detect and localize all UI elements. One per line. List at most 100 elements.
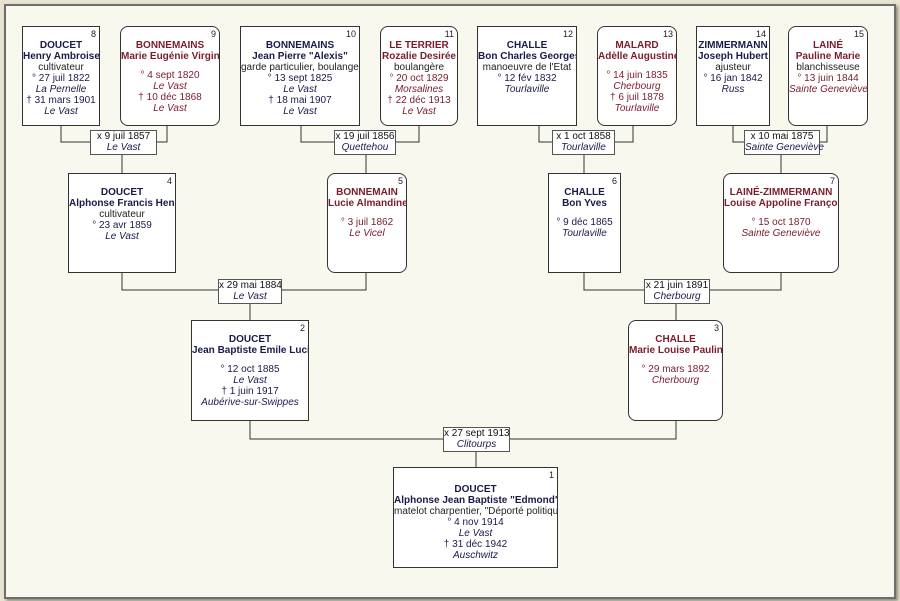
death-place: Auschwitz (452, 550, 498, 561)
occupation: boulangère (393, 62, 445, 73)
death: † 6 juil 1878 (610, 92, 664, 103)
surname: CHALLE (564, 187, 605, 198)
given-name: Bon Yves (562, 198, 607, 209)
birth: ° 13 sept 1825 (267, 73, 333, 84)
birth: ° 3 juil 1862 (340, 217, 394, 228)
occupation: blanchisseuse (796, 62, 860, 73)
given-name: Jean Baptiste Emile Lucien (192, 345, 309, 356)
marriage-place: Le Vast (106, 142, 141, 153)
person-box-5[interactable]: 5 BONNEMAIN Lucie Almandine ° 3 juil 186… (327, 173, 407, 273)
marriage-date: x 10 mai 1875 (750, 131, 814, 142)
occupation: garde particulier, boulanger (241, 62, 360, 73)
marriage-label-10-11: x 19 juil 1856 Quettehou (334, 130, 396, 155)
given-name: Marie Louise Pauline (629, 345, 723, 356)
marriage-place: Quettehou (341, 142, 389, 153)
birth-place: Russ (721, 84, 745, 95)
surname: CHALLE (506, 40, 548, 51)
birth: ° 23 avr 1859 (92, 220, 152, 231)
marriage-date: x 27 sept 1913 (444, 428, 510, 439)
given-name: Adèlle Augustine (598, 51, 677, 62)
occupation: cultivateur (38, 62, 84, 73)
person-box-8[interactable]: 8 DOUCET Henry Ambroise cultivateur ° 27… (22, 26, 100, 126)
birth-place: Sainte Geneviève (741, 228, 821, 239)
birth: ° 14 juin 1835 (606, 70, 668, 81)
surname: LE TERRIER (389, 40, 449, 51)
given-name: Louise Appoline Françoise (724, 198, 839, 209)
birth-place: Le Vast (233, 375, 267, 386)
given-name: Henry Ambroise (23, 51, 100, 62)
birth: ° 9 déc 1865 (556, 217, 613, 228)
death: † 31 déc 1942 (443, 539, 508, 550)
birth: ° 20 oct 1829 (389, 73, 449, 84)
birth-place: Le Vast (283, 84, 317, 95)
sosa-number: 9 (210, 29, 216, 39)
occupation: matelot charpentier, "Déporté politique" (394, 506, 558, 517)
person-box-12[interactable]: 12 CHALLE Bon Charles Georges manoeuvre … (477, 26, 577, 126)
marriage-date: x 1 oct 1858 (556, 131, 611, 142)
birth-place: Cherbourg (651, 375, 700, 386)
person-box-13[interactable]: 13 MALARD Adèlle Augustine ° 14 juin 183… (597, 26, 677, 126)
person-box-2[interactable]: 2 DOUCET Jean Baptiste Emile Lucien ° 12… (191, 320, 309, 421)
marriage-date: x 29 mai 1884 (219, 280, 282, 291)
person-box-11[interactable]: 11 LE TERRIER Rozalie Desirée boulangère… (380, 26, 458, 126)
birth: ° 29 mars 1892 (641, 364, 710, 375)
death: † 31 mars 1901 (26, 95, 96, 106)
sosa-number: 1 (548, 470, 554, 480)
person-box-3[interactable]: 3 CHALLE Marie Louise Pauline ° 29 mars … (628, 320, 723, 421)
surname: BONNEMAINS (265, 40, 335, 51)
surname: CHALLE (655, 334, 696, 345)
marriage-label-8-9: x 9 juil 1857 Le Vast (90, 130, 157, 155)
person-box-14[interactable]: 14 ZIMMERMANN Joseph Hubert ajusteur ° 1… (696, 26, 770, 126)
birth: ° 15 oct 1870 (751, 217, 811, 228)
death-place: Le Vast (402, 106, 436, 117)
person-box-9[interactable]: 9 BONNEMAINS Marie Eugénie Virginie ° 4 … (120, 26, 220, 126)
given-name: Alphonse Jean Baptiste "Edmond" (394, 495, 558, 506)
given-name: Joseph Hubert (697, 51, 768, 62)
surname: DOUCET (228, 334, 272, 345)
person-box-6[interactable]: 6 CHALLE Bon Yves ° 9 déc 1865 Tourlavil… (548, 173, 621, 273)
person-box-1[interactable]: 1 DOUCET Alphonse Jean Baptiste "Edmond"… (393, 467, 558, 568)
marriage-place: Le Vast (233, 291, 267, 302)
person-box-10[interactable]: 10 BONNEMAINS Jean Pierre "Alexis" garde… (240, 26, 360, 126)
sosa-number: 8 (90, 29, 96, 39)
marriage-label-12-13: x 1 oct 1858 Tourlaville (552, 130, 615, 155)
birth: ° 13 juin 1844 (797, 73, 859, 84)
given-name: Lucie Almandine (328, 198, 407, 209)
occupation: cultivateur (99, 209, 145, 220)
person-box-4[interactable]: 4 DOUCET Alphonse Francis Henri cultivat… (68, 173, 176, 273)
birth-place: Le Vicel (349, 228, 385, 239)
sosa-number: 4 (166, 176, 172, 186)
given-name: Jean Pierre "Alexis" (252, 51, 348, 62)
birth: ° 4 sept 1820 (140, 70, 200, 81)
birth: ° 4 nov 1914 (447, 517, 504, 528)
death-place: Le Vast (44, 106, 78, 117)
birth-place: Tourlaville (562, 228, 607, 239)
sosa-number: 11 (444, 29, 454, 39)
birth-place: Le Vast (153, 81, 187, 92)
surname: LAINÉ (813, 40, 843, 51)
given-name: Rozalie Desirée (382, 51, 456, 62)
marriage-place: Sainte Geneviève (745, 142, 824, 153)
marriage-date: x 9 juil 1857 (96, 131, 151, 142)
birth: ° 12 fév 1832 (497, 73, 557, 84)
death-place: Le Vast (153, 103, 187, 114)
person-box-15[interactable]: 15 LAINÉ Pauline Marie blanchisseuse ° 1… (788, 26, 868, 126)
sosa-number: 10 (345, 29, 356, 39)
birth-place: Tourlaville (504, 84, 550, 95)
birth-place: Sainte Geneviève (789, 84, 868, 95)
marriage-date: x 21 juin 1891 (645, 280, 709, 291)
death: † 10 déc 1868 (138, 92, 202, 103)
sosa-number: 3 (713, 323, 719, 333)
birth-place: Le Vast (458, 528, 493, 539)
sosa-number: 5 (397, 176, 403, 186)
sosa-number: 14 (755, 29, 766, 39)
occupation: manoeuvre de l'Etat (482, 62, 572, 73)
person-box-7[interactable]: 7 LAINÉ-ZIMMERMANN Louise Appoline Franç… (723, 173, 839, 273)
marriage-place: Clitourps (456, 439, 497, 450)
given-name: Marie Eugénie Virginie (121, 51, 220, 62)
occupation: ajusteur (715, 62, 751, 73)
sosa-number: 15 (853, 29, 864, 39)
sosa-number: 2 (299, 323, 305, 333)
surname: BONNEMAIN (336, 187, 398, 198)
